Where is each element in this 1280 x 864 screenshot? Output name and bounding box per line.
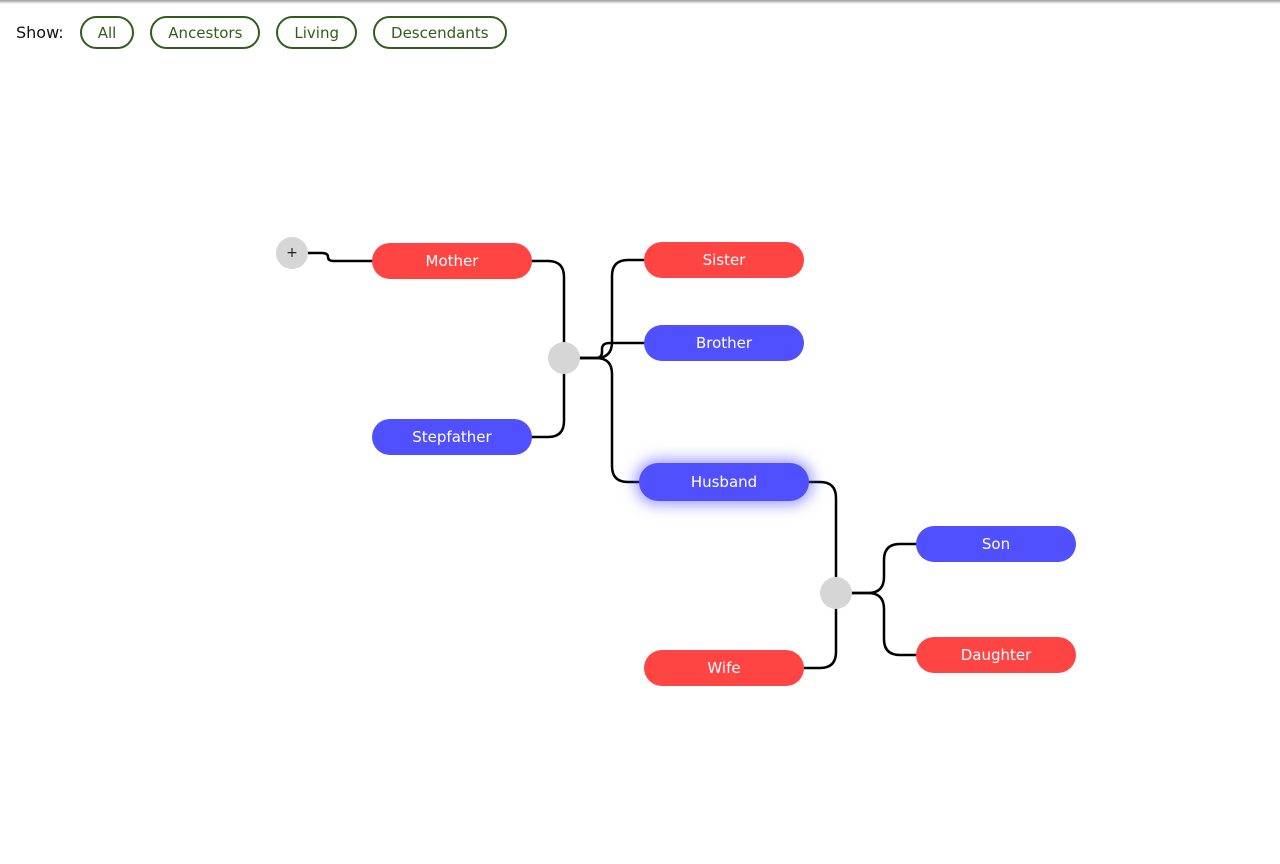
- expand-ancestors-button[interactable]: +: [276, 237, 308, 269]
- filter-ancestors-button[interactable]: Ancestors: [150, 16, 261, 49]
- filter-living-button[interactable]: Living: [276, 16, 358, 49]
- link-mother-union: [530, 259, 566, 345]
- top-shadow: [0, 0, 1280, 4]
- person-husband[interactable]: Husband: [639, 463, 809, 501]
- person-stepfather[interactable]: Stepfather: [372, 419, 532, 455]
- link-union-sister: [578, 258, 646, 360]
- person-daughter[interactable]: Daughter: [916, 637, 1076, 673]
- filter-descendants-button[interactable]: Descendants: [373, 16, 507, 49]
- link-union-husband: [578, 356, 641, 484]
- link-husband-union: [807, 480, 838, 579]
- link-wife-union: [802, 607, 838, 670]
- link-stepfather-union: [530, 371, 566, 439]
- person-wife[interactable]: Wife: [644, 650, 804, 686]
- link-union-son: [850, 542, 918, 595]
- filter-all-button[interactable]: All: [79, 16, 135, 49]
- filter-bar: Show: All Ancestors Living Descendants: [16, 16, 523, 49]
- link-union-daughter: [850, 591, 918, 657]
- person-mother[interactable]: Mother: [372, 243, 532, 279]
- link-expand-mother: [306, 251, 374, 263]
- person-son[interactable]: Son: [916, 526, 1076, 562]
- person-brother[interactable]: Brother: [644, 325, 804, 361]
- union-node-couple[interactable]: [820, 577, 852, 609]
- person-sister[interactable]: Sister: [644, 242, 804, 278]
- show-label: Show:: [16, 23, 64, 42]
- union-node-parents: [548, 342, 580, 374]
